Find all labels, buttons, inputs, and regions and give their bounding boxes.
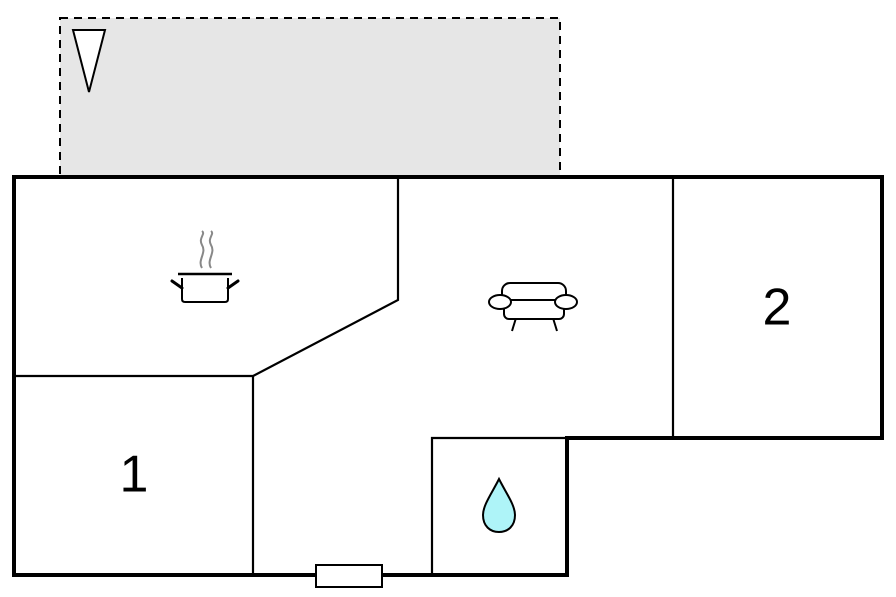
water-drop-icon — [481, 476, 517, 534]
cooking-pot-icon — [170, 230, 240, 303]
room-number-1: 1 — [120, 446, 149, 504]
room-number-2: 2 — [763, 279, 792, 337]
kitchen-wall — [14, 177, 400, 378]
interior-walls — [14, 177, 675, 575]
entrance-door — [315, 564, 383, 588]
sofa-icon — [488, 282, 578, 332]
north-arrow-icon — [71, 29, 107, 93]
bathroom-wall — [430, 436, 567, 575]
terrace-area — [59, 17, 561, 178]
